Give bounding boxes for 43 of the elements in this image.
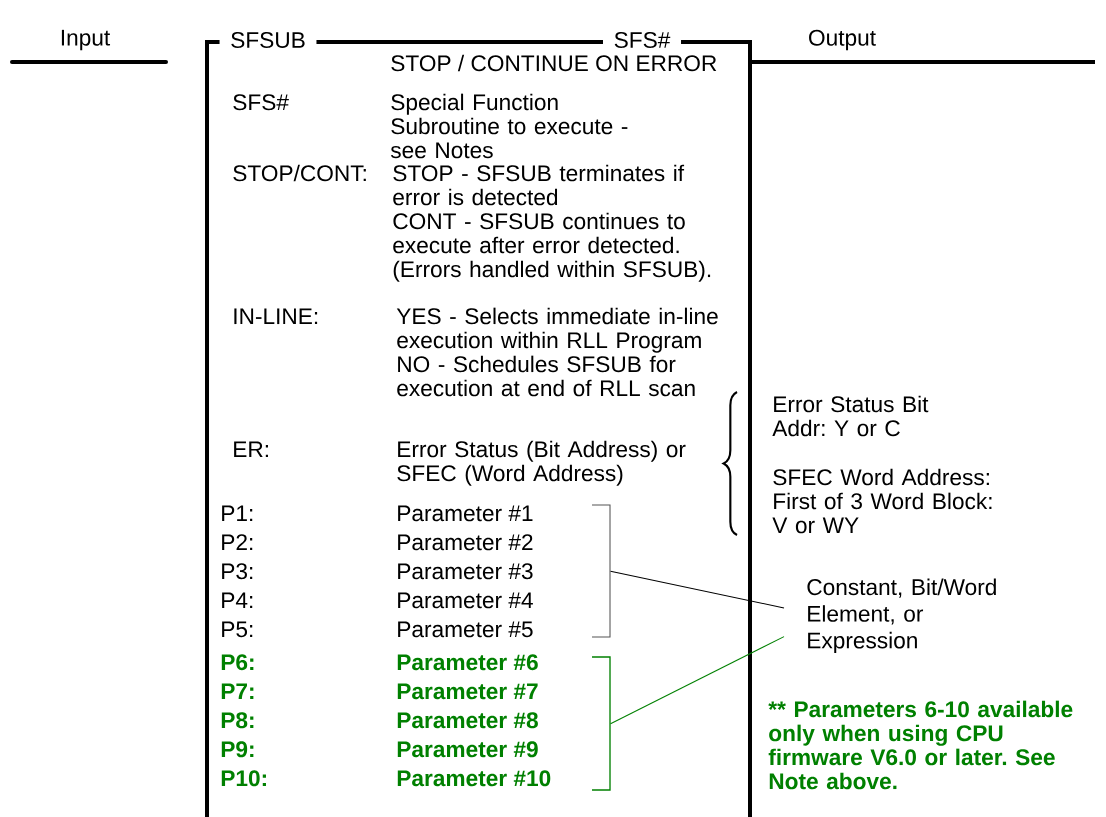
parameter-description: Parameter #1 xyxy=(398,505,533,522)
input-label: Input xyxy=(61,29,111,51)
note-text: Error Status Bit Addr: Y or C xyxy=(772,395,929,437)
field-description: NO - Schedules SFSUB for execution at end of RLL scan xyxy=(397,355,695,397)
parameter-description: Parameter #7 xyxy=(397,683,538,700)
parameter-name: P8: xyxy=(221,712,254,729)
square-bracket xyxy=(591,656,611,791)
callout-text: Constant, Bit/Word Element, or Expression xyxy=(807,578,996,653)
parameter-name: P9: xyxy=(221,741,254,758)
field-name: IN-LINE: xyxy=(234,308,318,325)
note-text: SFEC Word Address: First of 3 Word Block: V or WY xyxy=(772,468,992,534)
parameter-description: Parameter #9 xyxy=(397,741,538,758)
field-description: YES - Selects immediate in-line execution within RLL Program xyxy=(396,307,718,353)
field-description: Error Status (Bit Address) or SFEC (Word Address) xyxy=(397,440,686,486)
parameter-name: P3: xyxy=(222,563,253,580)
parameter-name: P7: xyxy=(221,683,254,700)
parameter-description: Parameter #8 xyxy=(397,712,538,729)
node-label: SFS# xyxy=(614,31,671,49)
leader-line xyxy=(610,636,785,725)
field-name: SFS# xyxy=(233,94,289,111)
parameter-description: Parameter #6 xyxy=(397,654,538,671)
heading-text: STOP / CONTINUE ON ERROR xyxy=(391,54,717,72)
output-label: Output xyxy=(809,29,876,51)
parameter-name: P6: xyxy=(221,654,254,671)
node-label: SFSUB xyxy=(231,31,305,49)
leader-line xyxy=(610,570,785,609)
parameter-name: P4: xyxy=(222,592,253,609)
field-description: Special Function Subroutine to execute - see Notes xyxy=(390,93,628,159)
parameter-name: P1: xyxy=(222,505,253,522)
square-bracket xyxy=(591,504,611,638)
parameter-description: Parameter #5 xyxy=(398,621,533,638)
parameter-name: P5: xyxy=(222,621,253,638)
parameter-description: Parameter #3 xyxy=(398,563,533,580)
parameter-description: Parameter #2 xyxy=(398,534,533,551)
parameter-name: P10: xyxy=(221,770,266,787)
firmware-note: ** Parameters 6-10 available only when using CPU firmware V6.0 or later. See Note above. xyxy=(768,700,1073,790)
field-name: STOP/CONT: xyxy=(233,164,366,182)
parameter-description: Parameter #4 xyxy=(398,592,533,609)
field-description: CONT - SFSUB continues to execute after error detected. (Errors handled within SFSUB). xyxy=(393,212,711,282)
parameter-name: P2: xyxy=(222,534,253,551)
parameter-description: Parameter #10 xyxy=(397,770,551,787)
field-name: ER: xyxy=(234,441,268,458)
field-description: STOP - SFSUB terminates if error is detected xyxy=(393,164,685,206)
